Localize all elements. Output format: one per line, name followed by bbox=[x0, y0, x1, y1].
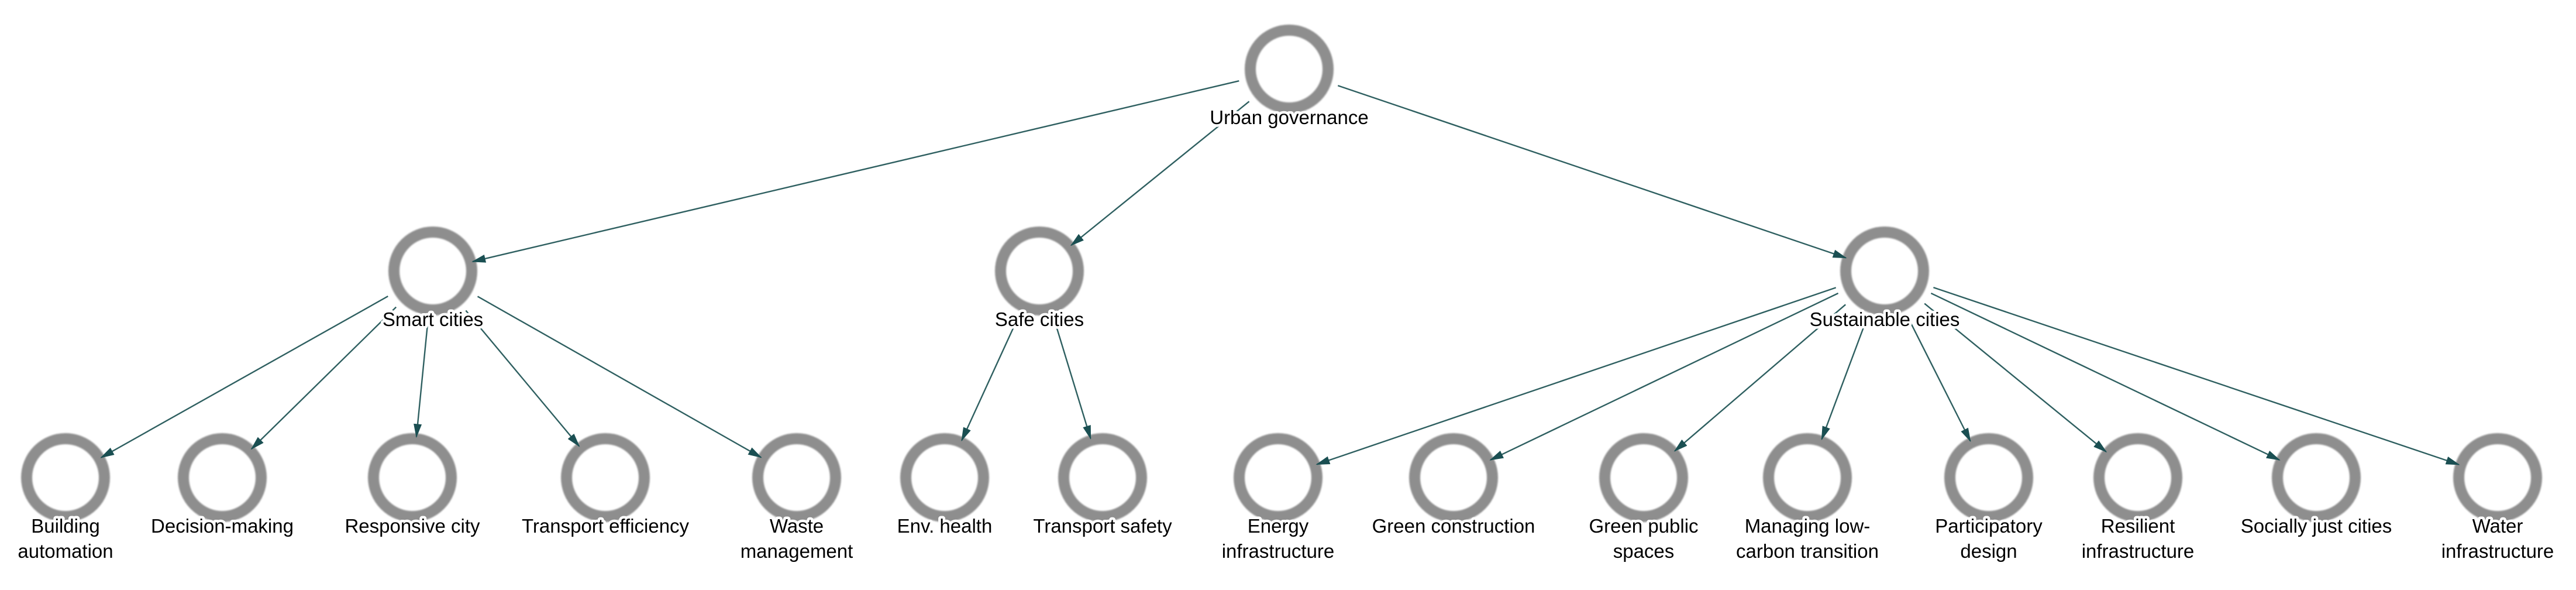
node-label-env-health: Env. health bbox=[897, 515, 993, 537]
node-circle-energy-infrastructure[interactable] bbox=[1234, 433, 1323, 522]
node-label-responsive-city: Responsive city bbox=[345, 515, 480, 537]
node-label-line: Participatory bbox=[1935, 515, 2043, 537]
node-circle-smart-cities[interactable] bbox=[388, 227, 477, 315]
edge-urban-governance-to-sustainable-cities bbox=[1337, 85, 1847, 259]
node-label-decision-making: Decision-making bbox=[151, 515, 294, 537]
node-label-line: Managing low- bbox=[1745, 515, 1871, 537]
edge-urban-governance-to-smart-cities bbox=[471, 80, 1239, 263]
node-label-transport-efficiency: Transport efficiency bbox=[522, 515, 690, 537]
node-label-resilient-infrastructure: Resilient infrastructure bbox=[2082, 515, 2195, 562]
edge-sustainable-cities-to-energy-infrastructure bbox=[1315, 287, 1837, 465]
node-circle-water-infrastructure[interactable] bbox=[2453, 433, 2542, 522]
node-label-line: Transport efficiency bbox=[522, 515, 690, 537]
node-circle-transport-safety[interactable] bbox=[1058, 433, 1147, 522]
node-label-smart-cities: Smart cities bbox=[383, 308, 483, 330]
edge-sustainable-cities-to-resilient-infrastructure bbox=[1924, 303, 2107, 453]
node-label-green-public-spaces: Green public spaces bbox=[1589, 515, 1698, 562]
node-label-line: Urban governance bbox=[1210, 107, 1369, 128]
node-label-line: Env. health bbox=[897, 515, 993, 537]
edge-safe-cities-to-transport-safety bbox=[1053, 320, 1091, 440]
node-label-line: Green public bbox=[1589, 515, 1698, 537]
node-label-building-automation: Building automation bbox=[18, 515, 113, 562]
node-label-participatory-design: Participatory design bbox=[1935, 515, 2043, 562]
node-circle-resilient-infrastructure[interactable] bbox=[2093, 433, 2182, 522]
node-label-line: Energy bbox=[1248, 515, 1309, 537]
node-circle-decision-making[interactable] bbox=[178, 433, 267, 522]
node-circle-waste-management[interactable] bbox=[752, 433, 841, 522]
node-circle-participatory-design[interactable] bbox=[1944, 433, 2033, 522]
edge-smart-cities-to-waste-management bbox=[477, 296, 762, 458]
node-label-line: Green construction bbox=[1372, 515, 1535, 537]
node-label-line: Water bbox=[2472, 515, 2523, 537]
node-circles-layer bbox=[21, 25, 2542, 522]
edge-sustainable-cities-to-participatory-design bbox=[1907, 317, 1971, 442]
node-circle-env-health[interactable] bbox=[900, 433, 989, 522]
node-label-line: Responsive city bbox=[345, 515, 480, 537]
node-circle-responsive-city[interactable] bbox=[368, 433, 457, 522]
node-label-line: spaces bbox=[1613, 540, 1675, 562]
node-label-line: Building bbox=[31, 515, 99, 537]
node-label-line: infrastructure bbox=[1222, 540, 1335, 562]
node-circle-urban-governance[interactable] bbox=[1245, 25, 1334, 114]
node-label-socially-just-cities: Socially just cities bbox=[2241, 515, 2392, 537]
node-label-line: Safe cities bbox=[995, 308, 1084, 330]
edge-smart-cities-to-decision-making bbox=[250, 306, 397, 450]
node-label-transport-safety: Transport safety bbox=[1033, 515, 1172, 537]
edge-sustainable-cities-to-socially-just-cities bbox=[1930, 292, 2281, 461]
node-circle-safe-cities[interactable] bbox=[995, 227, 1084, 315]
node-label-line: Decision-making bbox=[151, 515, 294, 537]
edge-sustainable-cities-to-green-construction bbox=[1489, 292, 1839, 461]
node-label-safe-cities: Safe cities bbox=[995, 308, 1084, 330]
edge-sustainable-cities-to-water-infrastructure bbox=[1933, 286, 2460, 465]
node-label-managing-low-carbon: Managing low-carbon transition bbox=[1736, 515, 1879, 562]
node-circle-sustainable-cities[interactable] bbox=[1840, 227, 1929, 315]
node-circle-building-automation[interactable] bbox=[21, 433, 110, 522]
node-label-line: Socially just cities bbox=[2241, 515, 2392, 537]
node-circle-transport-efficiency[interactable] bbox=[561, 433, 650, 522]
node-label-sustainable-cities: Sustainable cities bbox=[1810, 308, 1960, 330]
edge-sustainable-cities-to-managing-low-carbon bbox=[1821, 318, 1868, 441]
node-circle-socially-just-cities[interactable] bbox=[2272, 433, 2361, 522]
node-label-waste-management: Waste management bbox=[741, 515, 853, 562]
node-label-line: Resilient bbox=[2101, 515, 2175, 537]
edge-urban-governance-to-safe-cities bbox=[1070, 101, 1250, 246]
node-label-line: automation bbox=[18, 540, 113, 562]
edge-safe-cities-to-env-health bbox=[961, 317, 1019, 442]
edge-sustainable-cities-to-green-public-spaces bbox=[1673, 304, 1846, 452]
edge-smart-cities-to-building-automation bbox=[100, 296, 388, 458]
edge-smart-cities-to-responsive-city bbox=[414, 322, 429, 438]
node-label-line: carbon transition bbox=[1736, 540, 1879, 562]
node-label-green-construction: Green construction bbox=[1372, 515, 1535, 537]
node-label-line: Smart cities bbox=[383, 308, 483, 330]
node-circle-green-construction[interactable] bbox=[1409, 433, 1498, 522]
edges-layer bbox=[100, 80, 2460, 465]
node-label-line: Sustainable cities bbox=[1810, 308, 1960, 330]
node-label-line: Waste bbox=[770, 515, 824, 537]
node-label-urban-governance: Urban governance bbox=[1210, 107, 1369, 128]
node-label-line: Transport safety bbox=[1033, 515, 1172, 537]
node-label-line: design bbox=[1960, 540, 2017, 562]
node-label-line: infrastructure bbox=[2441, 540, 2554, 562]
node-label-line: infrastructure bbox=[2082, 540, 2195, 562]
edge-smart-cities-to-transport-efficiency bbox=[465, 310, 580, 447]
node-label-water-infrastructure: Water infrastructure bbox=[2441, 515, 2554, 562]
node-label-line: management bbox=[741, 540, 853, 562]
node-label-energy-infrastructure: Energy infrastructure bbox=[1222, 515, 1335, 562]
node-circle-managing-low-carbon[interactable] bbox=[1763, 433, 1852, 522]
node-circle-green-public-spaces[interactable] bbox=[1599, 433, 1688, 522]
